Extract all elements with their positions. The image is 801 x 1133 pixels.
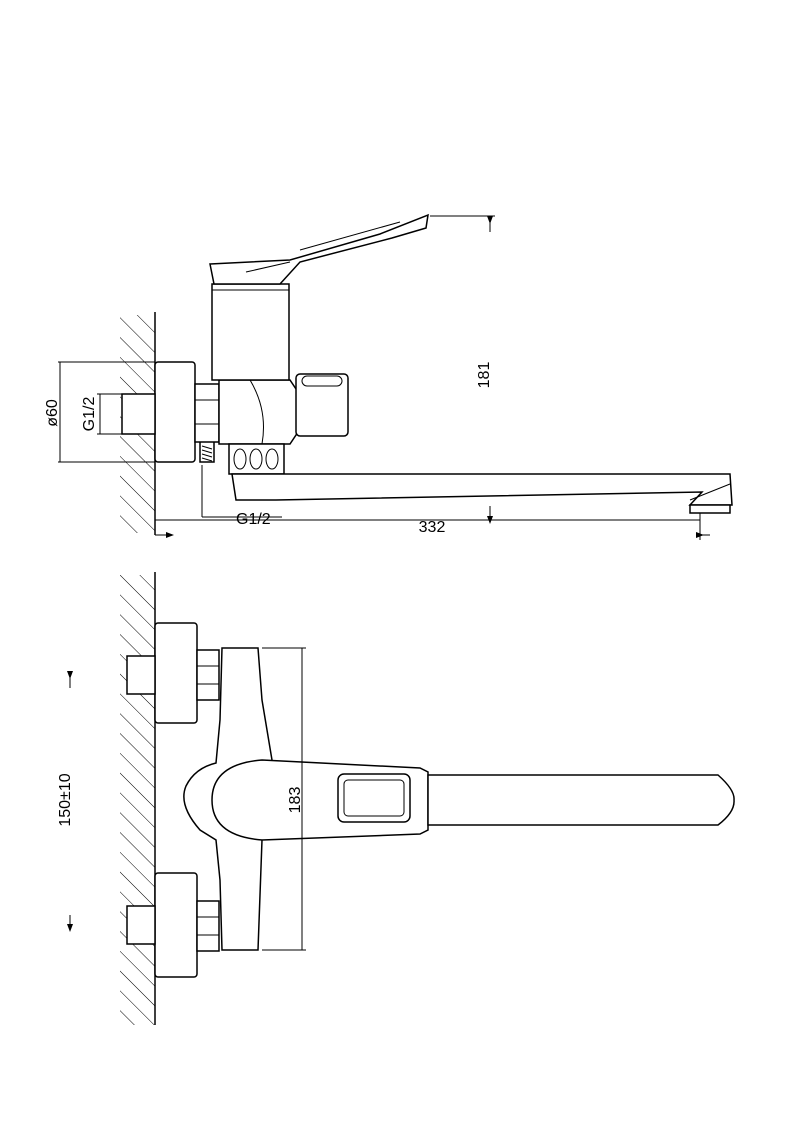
dimension-inlet-thread: G1/2 xyxy=(81,393,122,435)
spout xyxy=(231,473,733,514)
dim-150-label: 150±10 xyxy=(57,773,74,826)
dim-diameter-label: ø60 xyxy=(44,399,61,427)
dim-332-label: 332 xyxy=(419,519,446,536)
diverter-knob xyxy=(295,373,349,437)
lower-eccentric-connection xyxy=(126,872,220,978)
dimension-centers: 150±10 xyxy=(57,671,74,932)
lever-handle xyxy=(209,213,429,285)
side-view: 181 332 ø60 G1/2 G1/2 xyxy=(44,213,733,540)
swivel-ring xyxy=(228,443,285,475)
upper-eccentric-connection xyxy=(126,622,220,724)
dim-181-label: 181 xyxy=(476,362,493,389)
dimension-outlet-thread: G1/2 xyxy=(201,465,282,528)
dim-outlet-thread-label: G1/2 xyxy=(236,511,271,528)
lever-handle-front xyxy=(211,759,735,841)
dimension-diameter: ø60 xyxy=(44,361,155,463)
dim-183-label: 183 xyxy=(287,787,304,814)
hex-nut xyxy=(194,383,220,443)
wall-flange xyxy=(154,361,196,463)
mixer-body xyxy=(211,283,299,445)
inlet-pipe xyxy=(121,393,156,435)
thread-stub xyxy=(199,442,215,463)
dimension-projection: 332 xyxy=(155,513,710,540)
dim-inlet-thread-label: G1/2 xyxy=(81,397,98,432)
wall-section-bottom xyxy=(120,572,156,1025)
dimension-body-height: 183 xyxy=(262,647,306,951)
front-view: 183 150±10 xyxy=(57,572,735,1025)
dimension-height: 181 xyxy=(430,215,495,524)
